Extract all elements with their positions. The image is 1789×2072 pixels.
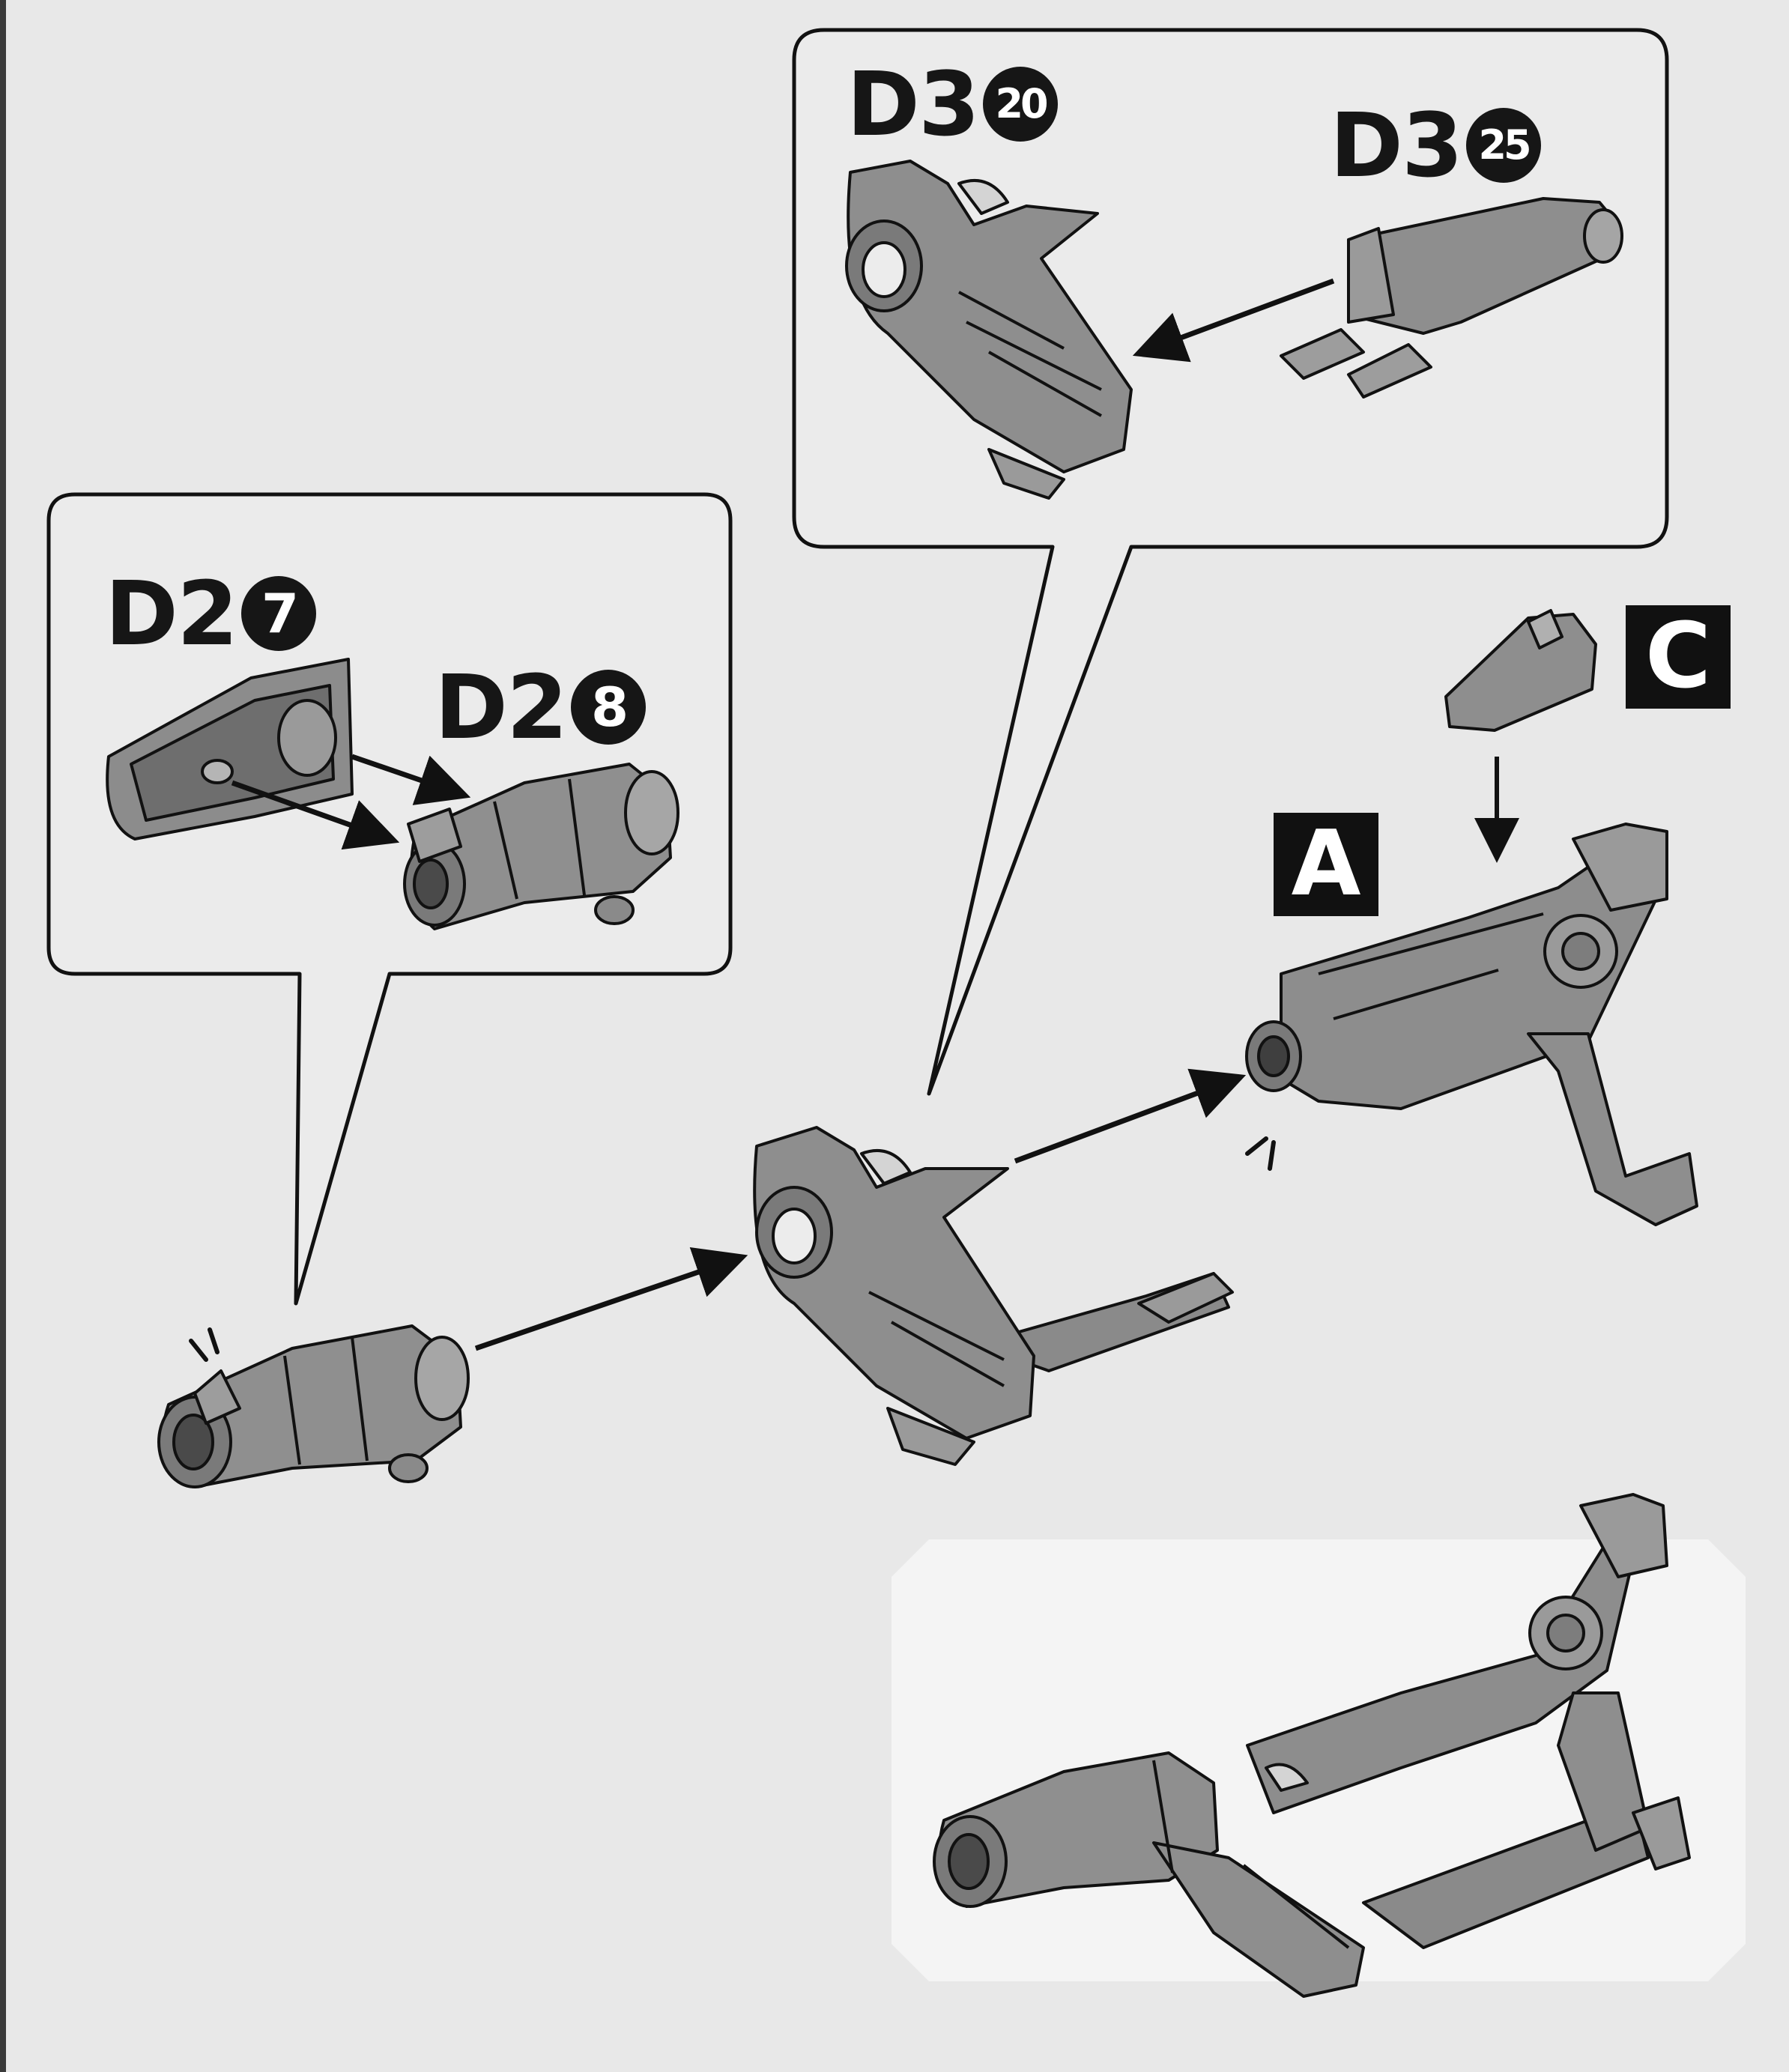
arrow-barrel-to-grip: [474, 1247, 748, 1351]
barrel-subassembly-shape: [157, 1324, 470, 1488]
part-d3-25-shape: [1280, 197, 1623, 399]
part-d2-8-shape: [403, 763, 679, 930]
attention-marks-body-a: [1245, 1136, 1276, 1171]
body-a-shape: [1245, 823, 1698, 1226]
part-number-badge: 7: [241, 576, 317, 651]
completed-weapon-shape: [933, 1493, 1691, 1998]
label-d3-25: D3 25: [1330, 94, 1542, 197]
arrow-d2-7-to-d2-8-lower: [231, 780, 400, 850]
arrow-grip-to-body-a: [1014, 1068, 1247, 1164]
part-d2-7-shape: [106, 658, 354, 840]
part-number-badge: 20: [983, 67, 1059, 142]
label-d2-7: D2 7: [105, 562, 317, 665]
arrow-d2-7-to-d2-8-upper: [351, 754, 471, 805]
part-d3-20-shape: [845, 160, 1133, 500]
label-d2-8: D2 8: [435, 655, 647, 759]
grip-subassembly-shape: [753, 1126, 1234, 1466]
part-number-badge: 8: [571, 670, 647, 745]
label-d3-20: D3 20: [847, 52, 1059, 156]
sprue-code: D2: [105, 562, 238, 665]
sprue-code: D2: [435, 655, 568, 759]
part-c-shape: [1444, 609, 1597, 732]
part-number-badge: 25: [1466, 108, 1542, 183]
assembly-label-c: C: [1626, 605, 1731, 709]
assembly-label-a: A: [1274, 813, 1378, 916]
arrow-d3-25-to-d3-20: [1132, 278, 1335, 363]
attention-marks-barrel: [189, 1327, 220, 1362]
sprue-code: D3: [847, 52, 980, 156]
sprue-code: D3: [1330, 94, 1463, 197]
